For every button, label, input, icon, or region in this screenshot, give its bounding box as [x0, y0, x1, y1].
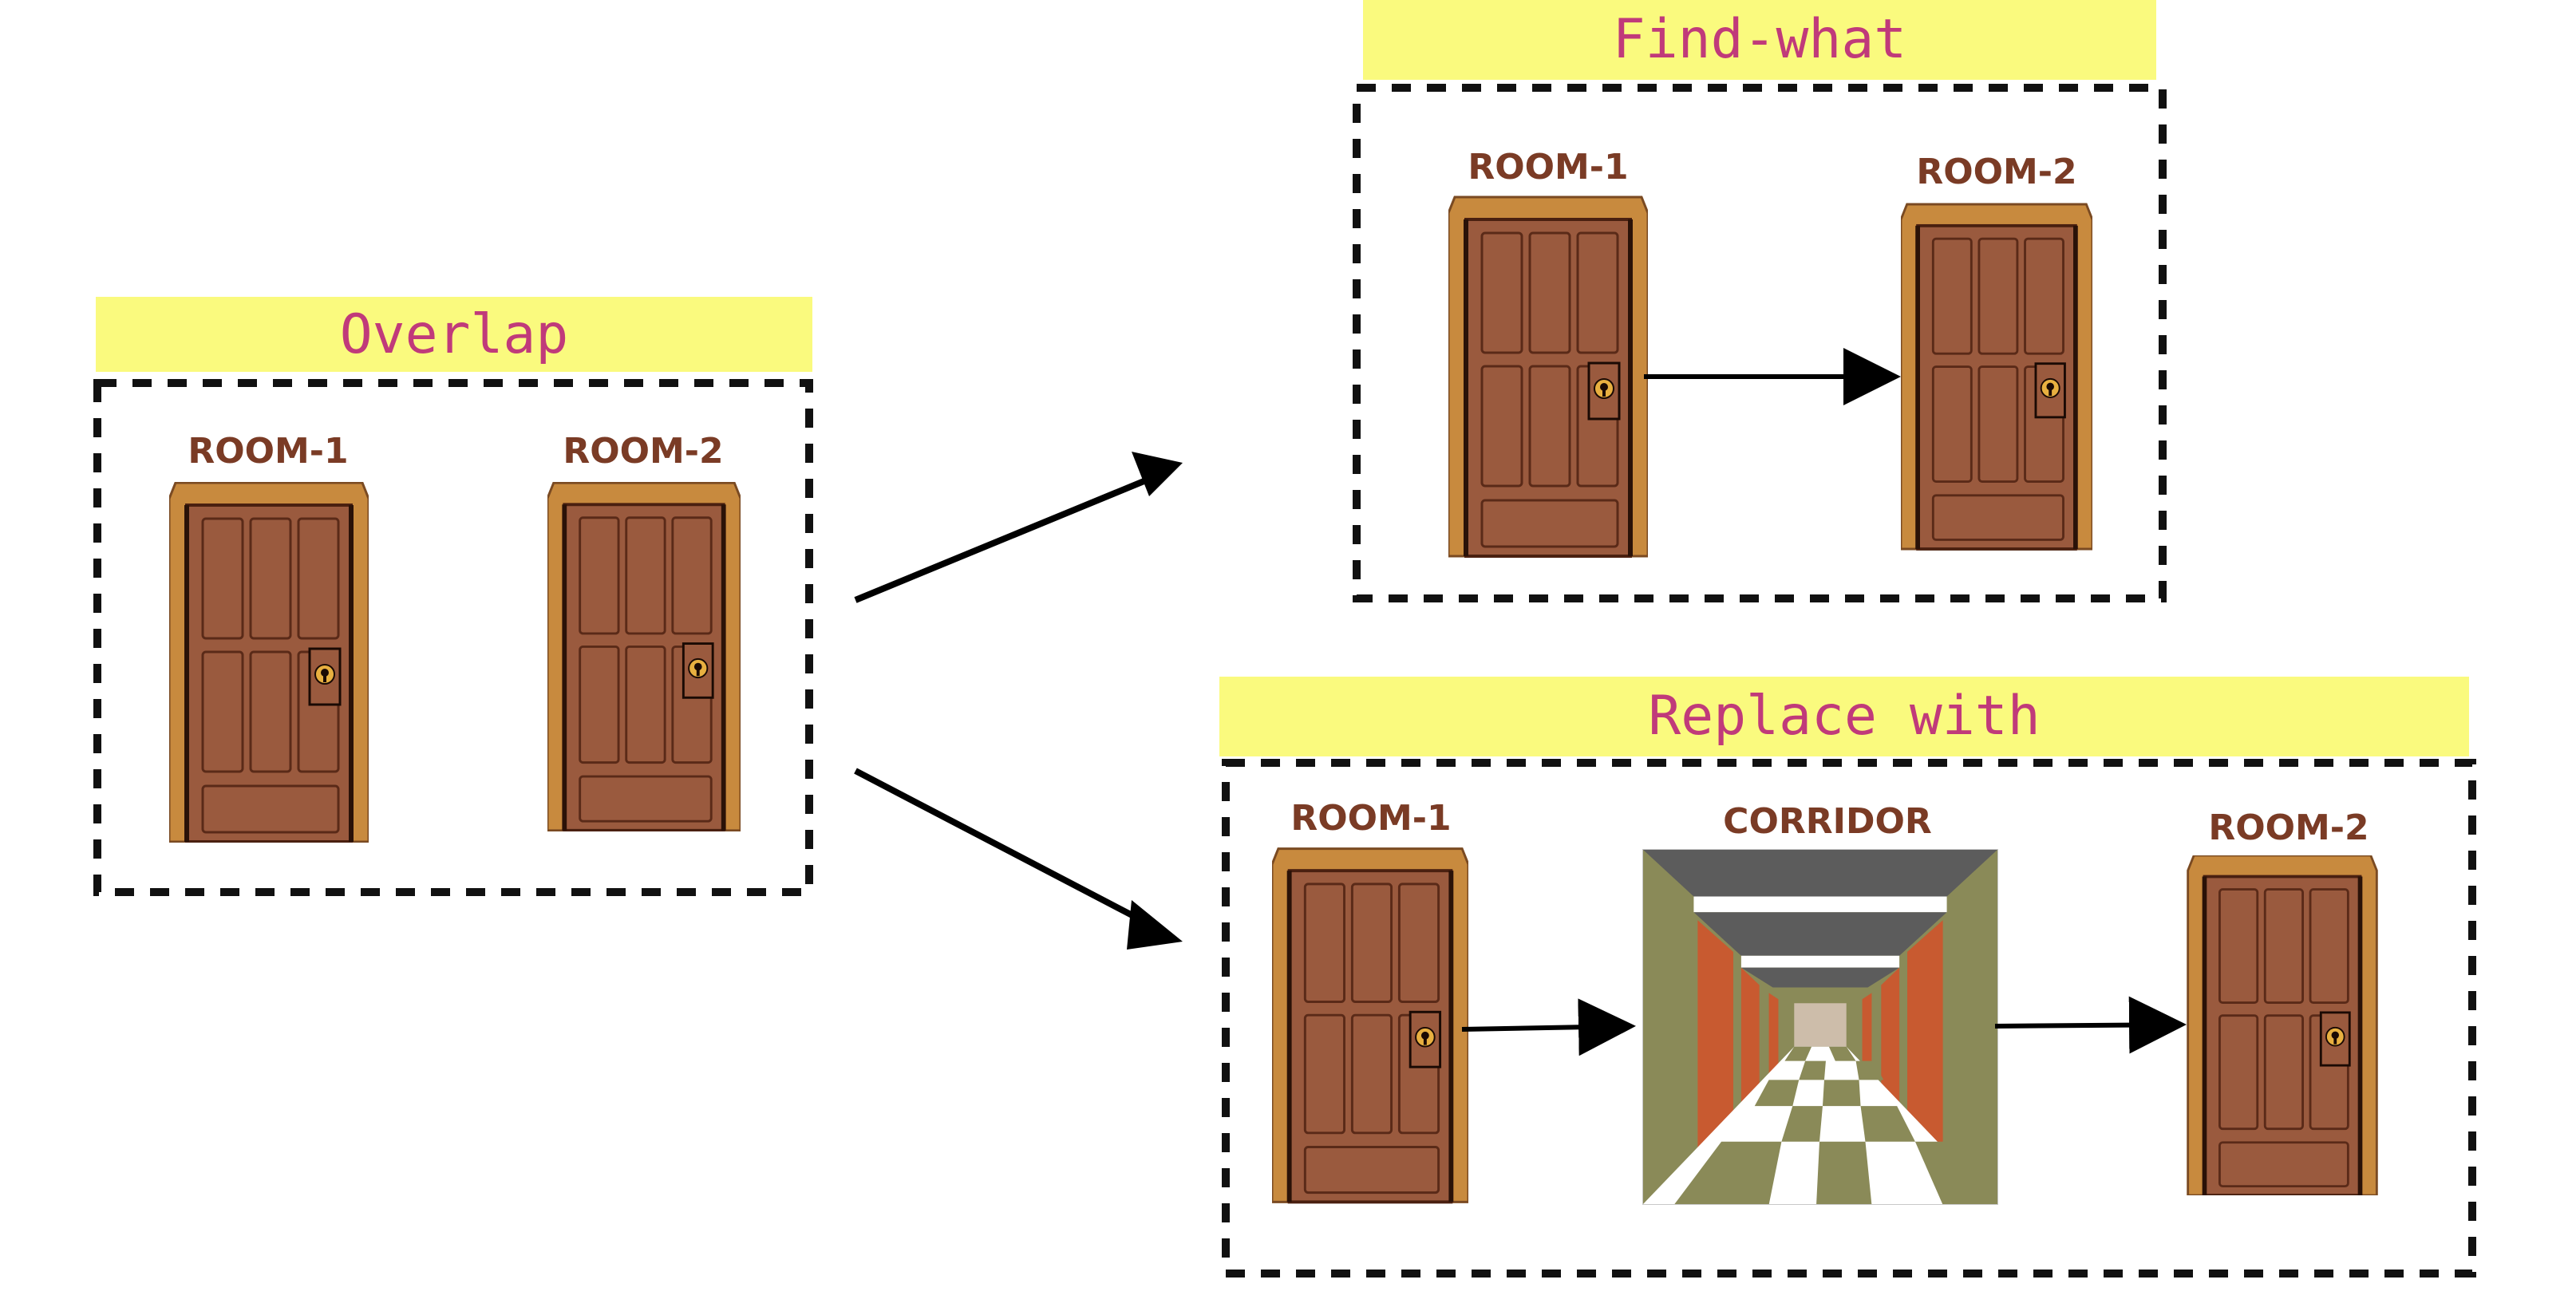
find-what-panel: Find-what ROOM-1 ROOM-2 [1353, 0, 2167, 602]
replace-with-room2-door [2188, 855, 2377, 1195]
overlap-room2-door [547, 483, 741, 831]
find-what-room1-label: ROOM-1 [1468, 147, 1628, 188]
overlap-frame [93, 379, 813, 896]
overlap-title: Overlap [340, 303, 569, 366]
find-what-frame [1353, 84, 2167, 602]
replace-with-connector-2 [1994, 996, 2187, 1054]
find-what-banner [1363, 0, 2156, 80]
arrow-to-replace-with-head [1127, 900, 1183, 950]
arrow-to-replace-with [854, 768, 1163, 934]
replace-with-panel: Replace with ROOM-1 CORRIDOR ROOM-2 [1219, 677, 2476, 1277]
split-arrows [854, 452, 1183, 950]
replace-with-connector-1 [1461, 998, 1636, 1056]
corridor-image [1642, 849, 1998, 1205]
replace-with-room1-label: ROOM-1 [1290, 798, 1451, 839]
replace-with-banner [1219, 677, 2469, 756]
overlap-panel: Overlap ROOM-1 ROOM-2 [93, 297, 813, 896]
find-what-room1-door [1448, 197, 1648, 556]
corridor-label: CORRIDOR [1723, 801, 1932, 842]
replace-with-title: Replace with [1648, 685, 2040, 748]
replace-with-room2-label: ROOM-2 [2208, 808, 2369, 848]
overlap-room2-label: ROOM-2 [563, 431, 723, 472]
find-what-title: Find-what [1613, 8, 1906, 71]
find-what-room2-door [1901, 204, 2092, 549]
arrow-to-find-what-head [1132, 452, 1183, 496]
replace-with-room1-door [1272, 849, 1468, 1202]
overlap-banner [96, 297, 812, 372]
find-what-room2-label: ROOM-2 [1916, 152, 2076, 192]
overlap-room1-label: ROOM-1 [188, 431, 348, 472]
arrow-to-find-what [854, 468, 1171, 603]
overlap-room1-door [169, 483, 369, 842]
